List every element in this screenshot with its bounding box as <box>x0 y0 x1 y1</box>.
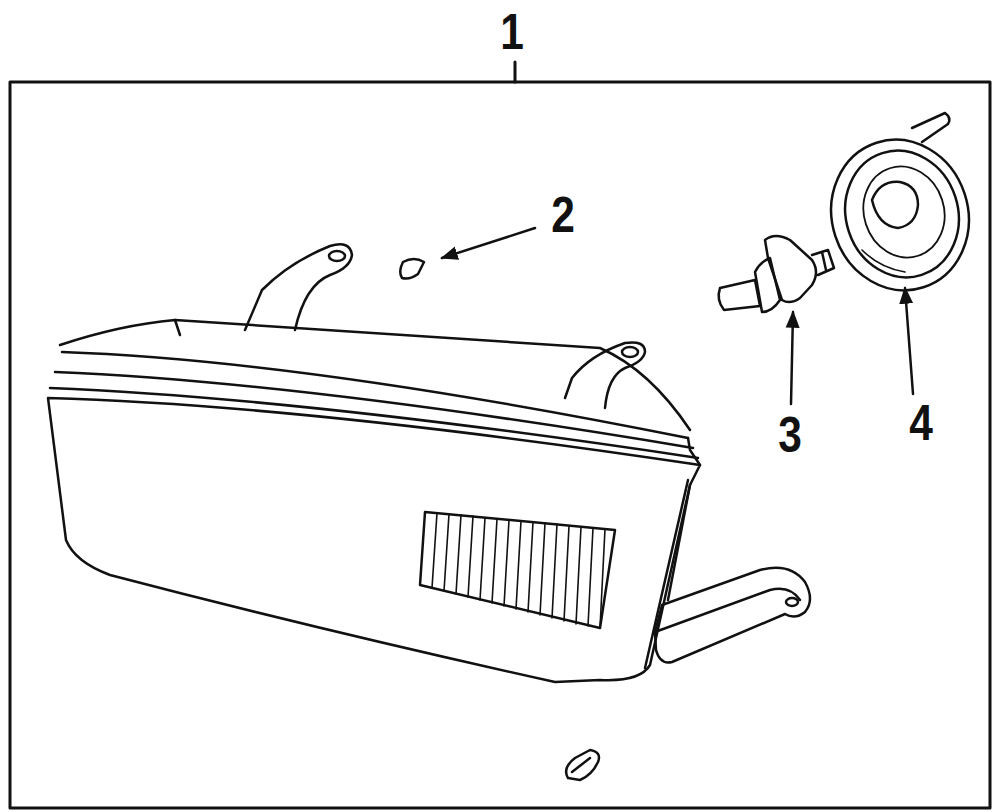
lens-corner <box>688 438 700 465</box>
cover-tab <box>912 113 949 142</box>
leader-line <box>791 312 793 404</box>
mounting-bracket <box>655 568 810 663</box>
leader-line <box>514 62 517 82</box>
cover-ring <box>852 156 957 268</box>
lens-side <box>645 480 688 668</box>
callout-number: 4 <box>909 398 933 448</box>
cover-ring <box>862 250 905 272</box>
cover-boss <box>872 182 918 228</box>
headlamp-housing <box>48 244 810 682</box>
housing-edge <box>175 320 180 335</box>
mounting-tab <box>565 342 645 408</box>
bulb-base <box>765 236 816 302</box>
clip <box>566 750 599 780</box>
housing-side <box>668 485 690 600</box>
assembly-frame <box>10 82 990 808</box>
clip <box>400 259 424 279</box>
rim-line <box>55 372 693 448</box>
bracket-edge <box>655 589 800 632</box>
bracket-hole <box>786 598 798 606</box>
cover-ring <box>829 136 975 292</box>
bulb-terminal <box>812 250 834 275</box>
headlamp-bulb <box>719 236 834 312</box>
bulb-terminal <box>822 252 826 270</box>
callout-number: 1 <box>500 7 524 57</box>
bulb-glass <box>719 280 760 310</box>
cover-rim <box>812 122 988 309</box>
leader-line <box>442 228 535 258</box>
tab-hole <box>329 251 345 261</box>
lens-face <box>48 398 700 682</box>
leader-line <box>905 288 913 394</box>
socket-cover <box>812 113 988 308</box>
callout-number: 2 <box>551 190 575 240</box>
corner-lens <box>420 512 615 628</box>
mounting-tab <box>245 244 352 330</box>
corner-lens-hatching <box>432 513 605 628</box>
tab-hole <box>622 347 638 357</box>
callout-number: 3 <box>778 410 802 460</box>
